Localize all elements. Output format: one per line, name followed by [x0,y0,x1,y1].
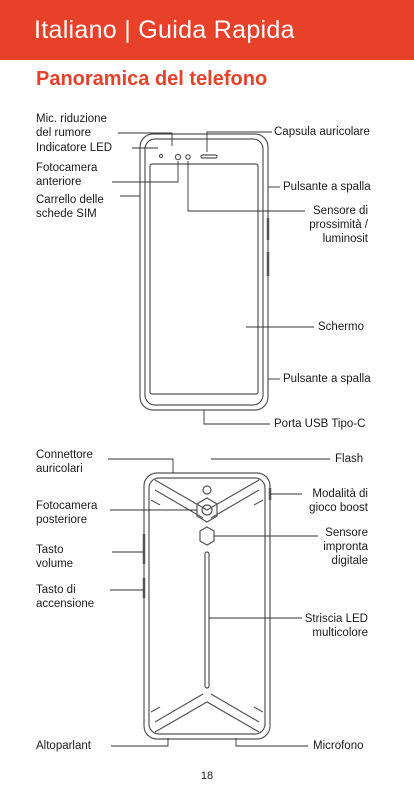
led-indicator-dot [158,153,164,159]
rear-camera-lens [201,504,213,516]
label-microphone: Microfono [313,740,364,752]
proximity-sensor-dot [185,154,191,160]
back-phone-illustration [142,472,272,740]
rear-camera-hexagon [196,497,218,523]
label-rear-camera: Fotocamera posteriore [36,500,98,526]
leader-headphone [108,458,174,473]
section-title: Panoramica del telefono [36,68,268,90]
front-camera-lens [174,153,182,161]
earpiece-slot [200,154,218,159]
label-proximity: Sensore di prossimità / luminosit [309,205,368,245]
back-phone-body [143,472,271,740]
page-title: Italiano | Guida Rapida [34,16,295,44]
label-flash: Flash [335,453,364,465]
label-boost-mode: Modalità di gioco boost [309,488,368,514]
flash-circle [202,485,212,495]
leader-microphone [235,738,308,747]
back-phone-inner [148,477,266,735]
leader-speaker [111,738,169,747]
leader-mic [118,132,173,146]
label-fingerprint: Sensore impronta digitale [323,527,368,567]
fingerprint-sensor [199,526,215,546]
label-screen: Schermo [318,321,365,333]
label-headphone: Connettore auricolari [36,449,93,475]
label-led-strip: Striscia LED multicolore [304,613,368,639]
label-front-camera: Fotocamera anteriore [36,162,98,188]
label-power: Tasto di accensione [36,584,95,610]
label-usb: Porta USB Tipo-C [274,418,366,430]
label-volume: Tasto volume [36,544,74,570]
led-strip [204,551,210,689]
front-phone-inner-bezel [144,138,264,406]
front-phone-illustration [139,133,270,411]
leader-usb [203,410,270,425]
label-earpiece: Capsula auricolare [274,126,370,138]
header-banner: Italiano | Guida Rapida [0,0,414,60]
front-phone-body [139,133,269,411]
label-shoulder-bottom: Pulsante a spalla [283,373,371,385]
leader-proximity [187,161,305,212]
label-mic: Mic. riduzione del rumore [36,113,107,139]
label-shoulder-top: Pulsante a spalla [283,181,371,193]
front-screen [149,163,259,395]
leader-front-cam [112,161,179,183]
page-number: 18 [200,770,214,782]
label-sim-tray: Carrello delle schede SIM [36,194,104,220]
label-speaker: Altoparlant [36,740,91,752]
leader-earpiece [206,131,272,152]
label-led-indicator: Indicatore LED [36,142,113,154]
